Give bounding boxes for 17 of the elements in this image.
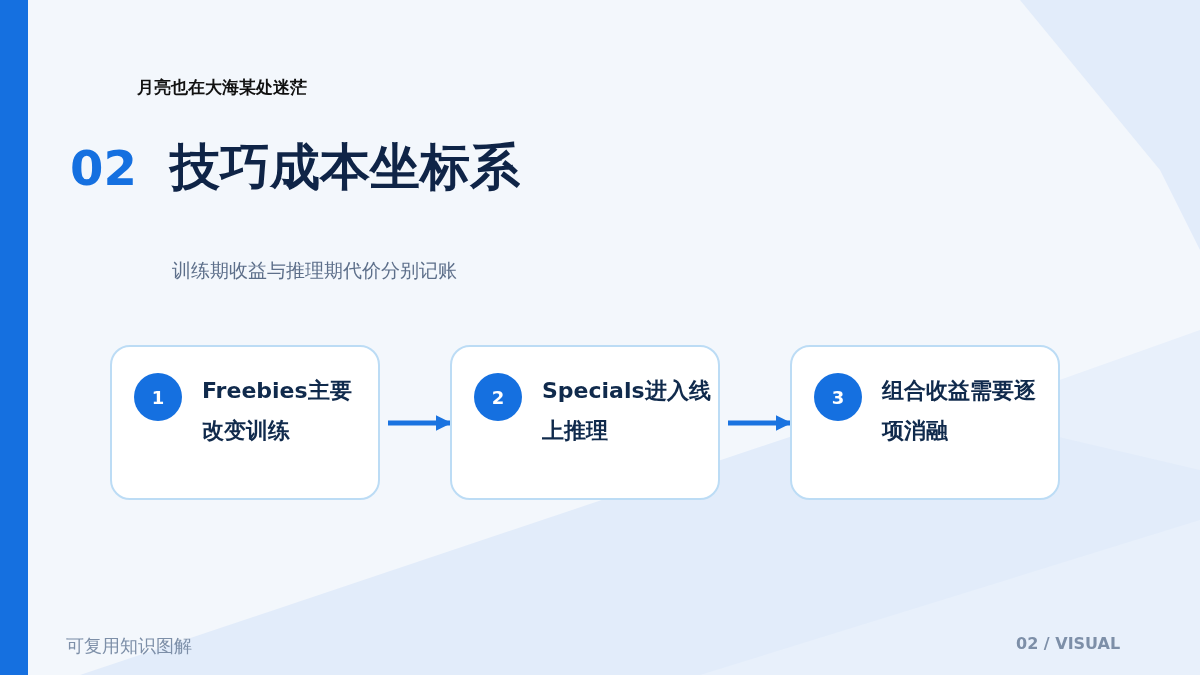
subtitle: 训练期收益与推理期代价分别记账 (172, 258, 457, 283)
step-text: Freebies主要改变训练 (202, 377, 353, 445)
step-card (790, 345, 1060, 500)
tagline: 月亮也在大海某处迷茫 (137, 76, 307, 99)
arrow (388, 415, 452, 431)
step-text: Specials进入线上推理 (542, 377, 712, 445)
step-number-badge: 3 (814, 373, 862, 421)
section-number: 02 (70, 140, 137, 196)
step-number-badge: 1 (134, 373, 182, 421)
footer-text: 可复用知识图解 (66, 634, 192, 658)
page-marker: 02 / VISUAL (1016, 634, 1121, 653)
step-card (110, 345, 380, 500)
step-card (450, 345, 720, 500)
step-number-badge: 2 (474, 373, 522, 421)
step-text: 组合收益需要逐项消融 (882, 377, 1037, 445)
title: 技巧成本坐标系 (170, 137, 520, 198)
arrow (728, 415, 792, 431)
